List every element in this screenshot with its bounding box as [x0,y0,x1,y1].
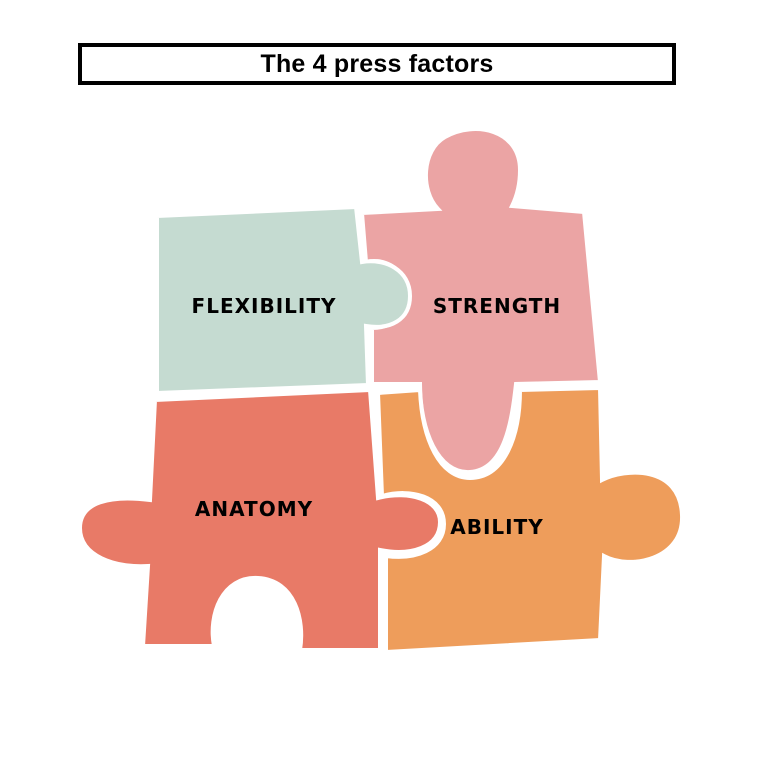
page-title: The 4 press factors [260,49,494,78]
puzzle-piece-flexibility [155,204,413,396]
title-box: The 4 press factors [78,43,676,85]
label-anatomy: ANATOMY [195,497,313,521]
label-flexibility: FLEXIBILITY [192,294,337,318]
puzzle-piece-ability [375,385,685,655]
label-ability: ABILITY [450,515,543,539]
label-strength: STRENGTH [433,294,561,318]
puzzle-piece-anatomy [77,387,443,652]
